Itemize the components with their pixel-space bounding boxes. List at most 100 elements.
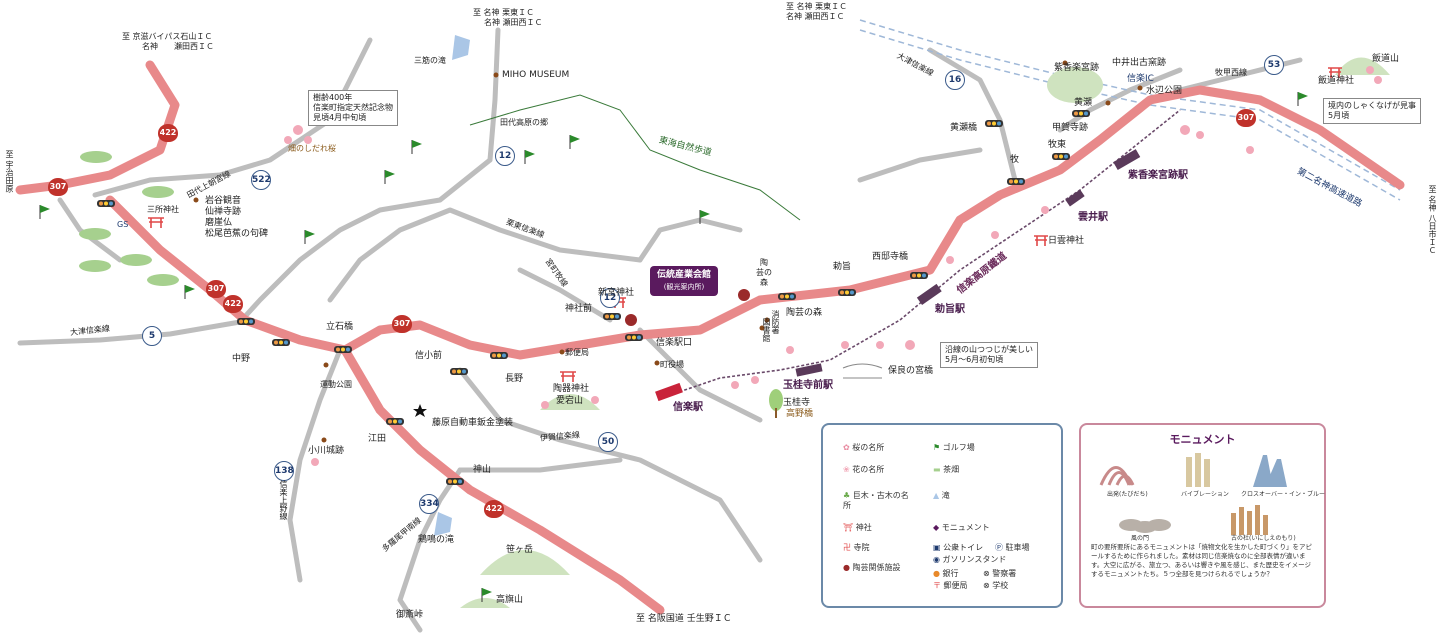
edge-label-left: 至 宇治田原 bbox=[5, 150, 14, 193]
legend-togei-label: 陶芸関係施設 bbox=[852, 563, 901, 572]
legend-hana: ❀ 花の名所 bbox=[843, 465, 884, 475]
place-iido-jinja: 飯道神社 bbox=[1318, 76, 1355, 86]
monument-label-crossover: クロスオーバー・イン・ブルー bbox=[1241, 491, 1325, 498]
place-iwaya-kannon: 岩谷観音 bbox=[205, 196, 242, 206]
place-library: 図書館 bbox=[762, 318, 771, 342]
monument-label-kazenomon: 風の門 bbox=[1131, 535, 1150, 542]
sakura-icon: ✿ bbox=[843, 443, 850, 452]
place-shidarezakura: 畑のしだれ桜 bbox=[288, 144, 336, 153]
monument-inishie-no-mori bbox=[1231, 505, 1268, 535]
place-dots bbox=[193, 60, 1143, 443]
edge-label-right: 至 名神 八日市ＩＣ bbox=[1428, 185, 1437, 255]
legend-jiin-label: 寺院 bbox=[853, 543, 870, 552]
traffic-signals bbox=[97, 110, 1090, 485]
railway-line bbox=[669, 109, 1181, 396]
place-hikumo-jinja: 日雲神社 bbox=[1048, 236, 1085, 246]
place-iidoyama: 飯道山 bbox=[1372, 54, 1400, 64]
place-nakano: 中野 bbox=[232, 354, 251, 364]
star-marker bbox=[413, 404, 427, 417]
hills bbox=[460, 57, 1390, 608]
legend-togei: ● 陶芸関係施設 bbox=[843, 563, 913, 573]
route-shield-422: 422 bbox=[158, 124, 178, 142]
place-town-hall: 町役場 bbox=[660, 360, 684, 369]
place-toki-jinja: 陶器神社 bbox=[553, 384, 590, 394]
route-shield-5: 5 bbox=[142, 326, 162, 346]
route-shield-53: 53 bbox=[1264, 55, 1284, 75]
shidare-note: 樹齢400年 信楽町指定天然記念物 見頃4月中旬頃 bbox=[308, 90, 398, 126]
shrine-icon: ⛩ bbox=[843, 523, 854, 532]
place-eki-guchi: 信楽駅口 bbox=[656, 338, 693, 348]
legend-gs: ◉ ガソリンスタンド bbox=[933, 555, 1006, 565]
legend-sakura: ✿ 桜の名所 bbox=[843, 443, 884, 453]
pottery-facilities bbox=[625, 289, 750, 326]
place-gs-1: GS bbox=[117, 220, 129, 229]
route-shield-16: 16 bbox=[945, 70, 965, 90]
place-kamiyama: 神山 bbox=[473, 465, 492, 475]
place-maki-higashi: 牧東 bbox=[1048, 140, 1067, 150]
place-nagano: 長野 bbox=[505, 374, 524, 384]
station-shigaraki: 信楽駅 bbox=[673, 402, 703, 413]
place-maki: 牧 bbox=[1010, 155, 1020, 165]
place-nakaide-kiln: 中井出古窯跡 bbox=[1112, 58, 1167, 68]
monument-kaze-no-mon bbox=[1119, 519, 1171, 533]
traditional-industry-hall[interactable]: 伝統産業会館 (観光案内所) bbox=[650, 266, 718, 296]
route-shield-307: 307 bbox=[1236, 109, 1256, 127]
route-shield-307: 307 bbox=[206, 280, 226, 298]
station-chokushi: 勅旨駅 bbox=[935, 304, 965, 315]
legend-police: ⊗ 警察署 bbox=[983, 569, 1016, 579]
place-kasagatake: 笹ヶ岳 bbox=[506, 545, 534, 555]
place-takahatayama: 高旗山 bbox=[496, 595, 524, 605]
place-sansuji-falls: 三筋の滝 bbox=[414, 56, 446, 65]
route-shield-307: 307 bbox=[48, 178, 68, 196]
place-tategishi-bashi: 立石橋 bbox=[326, 322, 354, 332]
place-miho-museum: MIHO MUSEUM bbox=[502, 70, 570, 80]
place-shigaraki-palace: 紫香楽宮跡 bbox=[1054, 63, 1100, 73]
legend-chabatake-label: 茶畑 bbox=[943, 465, 960, 474]
route-shield-422: 422 bbox=[484, 500, 504, 518]
monument-icon: ◆ bbox=[933, 523, 940, 532]
place-sansho-jinja: 三所神社 bbox=[147, 205, 179, 214]
edge-label-bottom: 至 名阪国道 壬生野ＩＣ bbox=[636, 614, 732, 624]
route-shield-422: 422 bbox=[223, 295, 243, 313]
legend-jinja: ⛩ 神社 bbox=[843, 523, 872, 533]
legend-jinja-label: 神社 bbox=[855, 523, 872, 532]
edge-label-top-left-2: 名神 瀬田西ＩＣ bbox=[142, 42, 214, 51]
legend-taki-label: 滝 bbox=[941, 491, 950, 500]
edge-label-top-center-2: 名神 瀬田西ＩＣ bbox=[484, 18, 543, 27]
tree-icon: ♣ bbox=[843, 491, 851, 500]
hall-sub: (観光案内所) bbox=[663, 283, 705, 291]
monument-description: 町の要所要所にあるモニュメントは「焼物文化を生かした町づくり」をアピールするため… bbox=[1091, 543, 1312, 578]
tsutsuji-note-line-2: 5月～6月初旬頃 bbox=[945, 355, 1004, 364]
legend-kyoboku-label: 巨木・古木の名所 bbox=[843, 491, 909, 510]
legend-gs-label: ガソリンスタンド bbox=[942, 555, 1007, 564]
monument-vibration bbox=[1186, 453, 1210, 487]
police-icon: ⊗ bbox=[983, 569, 990, 578]
route-shield-50: 50 bbox=[598, 432, 618, 452]
place-hora-no-miya-bashi: 保良の宮橋 bbox=[888, 366, 934, 376]
monument-crossover bbox=[1253, 455, 1287, 487]
place-shigaraki-ic: 信楽IC bbox=[1127, 74, 1154, 84]
place-kokaji-ato: 甲賀寺跡 bbox=[1052, 123, 1089, 133]
place-kise-bashi: 黄瀬橋 bbox=[950, 123, 978, 133]
legend-bank-label: 銀行 bbox=[942, 569, 959, 578]
parking-icon: Ⓟ bbox=[995, 543, 1003, 552]
place-atagoyama: 愛宕山 bbox=[556, 396, 584, 406]
shidare-note-line-3: 見頃4月中旬頃 bbox=[313, 113, 367, 122]
place-chokushi: 勅旨 bbox=[833, 262, 852, 272]
place-togei-mori-2: 芸の bbox=[756, 268, 772, 277]
edge-label-top-right-1: 至 名神 栗東ＩＣ bbox=[786, 2, 848, 11]
iido-note-line-1: 境内のしゃくなげが見事 bbox=[1328, 101, 1416, 110]
legend-parking: Ⓟ 駐車場 bbox=[995, 543, 1030, 553]
edge-label-top-left-1: 至 京滋バイパス石山ＩＣ bbox=[122, 32, 213, 41]
legend-toilet: ▣ 公衆トイレ bbox=[933, 543, 983, 553]
place-togei-no-mori: 陶芸の森 bbox=[786, 308, 823, 318]
place-jinjamae: 神社前 bbox=[565, 304, 593, 314]
place-ogawa-castle: 小川城跡 bbox=[308, 446, 345, 456]
place-mizube-koen: 水辺公園 bbox=[1146, 86, 1183, 96]
edge-label-top-center-1: 至 名神 栗東ＩＣ bbox=[473, 8, 535, 17]
place-shinshomae: 信小前 bbox=[415, 351, 443, 361]
route-shield-138: 138 bbox=[274, 461, 294, 481]
big-tree bbox=[769, 389, 783, 418]
legend-post-label: 郵便局 bbox=[943, 581, 968, 590]
legend-golf-label: ゴルフ場 bbox=[942, 443, 975, 452]
